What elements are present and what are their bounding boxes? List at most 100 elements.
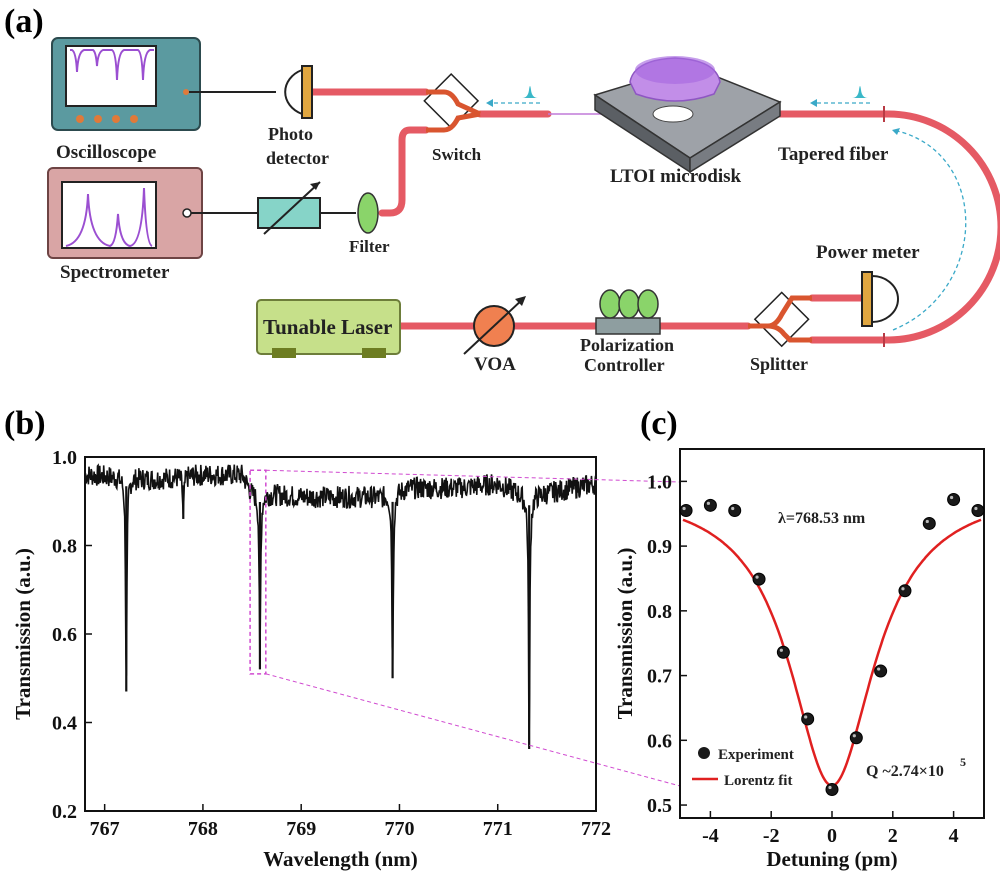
chart-b-xtick-label: 767 <box>90 818 120 840</box>
chart-c-point-highlight <box>877 667 881 671</box>
chart-c-experiment-point <box>703 498 717 512</box>
voa <box>463 296 526 355</box>
chart-c-experiment-point <box>922 516 936 530</box>
ltoi-microdisk <box>593 56 782 174</box>
chart-c-experiment-point <box>874 664 888 678</box>
chart-c-experiment-point <box>776 645 790 659</box>
photo-detector-label-1: Photo <box>268 124 313 144</box>
chart-b-ytick-label: 0.2 <box>52 801 77 823</box>
fiber-switch-filter <box>378 126 430 217</box>
polarization-label-1: Polarization <box>580 335 674 355</box>
panel-c-label: (c) <box>640 405 678 442</box>
chart-c-legend-experiment: Experiment <box>718 747 794 763</box>
chart-c-point-highlight <box>731 506 735 511</box>
photo-detector <box>284 65 313 119</box>
filter-label: Filter <box>349 237 390 256</box>
chart-c-lorentz-fit-line <box>682 518 982 787</box>
chart-c-point-highlight <box>974 506 978 511</box>
zoom-guide-bottom <box>265 673 681 787</box>
tapered-fiber-label: Tapered fiber <box>778 144 889 165</box>
chart-c-experiment-point <box>971 504 985 517</box>
chart-c-ytick-label: 1.0 <box>647 471 672 493</box>
microdisk-label: LTOI microdisk <box>610 166 742 187</box>
chart-c-xtick-label: -2 <box>763 825 780 847</box>
fiber-loop <box>884 110 1000 344</box>
polarization-controller <box>595 289 661 335</box>
arrow-heads <box>486 99 900 135</box>
chart-c-point-highlight <box>901 587 905 591</box>
pulse-icon <box>522 86 538 98</box>
chart-c-experiment-point <box>728 504 742 517</box>
chart-c-point-highlight <box>755 575 759 579</box>
chart-b-xlabel: Wavelength (nm) <box>263 847 418 871</box>
polarization-label-2: Controller <box>584 355 665 375</box>
chart-c-point-highlight <box>950 495 954 500</box>
chart-c-xtick-label: 2 <box>888 825 898 847</box>
chart-c-point-highlight <box>804 715 808 719</box>
chart-c-legend-fit: Lorentz fit <box>724 773 792 789</box>
chart-c-ylabel: Transmission (a.u.) <box>613 548 637 720</box>
photo-detector-label-2: detector <box>266 148 329 168</box>
spectrometer-trace <box>65 187 153 248</box>
chart-b-xtick-label: 770 <box>384 818 414 840</box>
zoom-guide-top <box>265 469 681 483</box>
chart-c-ytick-label: 0.7 <box>647 666 672 688</box>
chart-c-q-exponent: 5 <box>960 755 966 769</box>
chart-b-ytick-label: 1.0 <box>52 447 77 469</box>
chart-b-ytick-label: 0.8 <box>52 536 77 558</box>
fiber-network <box>308 88 1000 347</box>
oscilloscope-label: Oscilloscope <box>56 142 156 163</box>
chart-b-xtick-label: 769 <box>286 818 316 840</box>
chart-c-experiment-point <box>947 492 961 506</box>
chart-c-point-highlight <box>828 785 832 790</box>
chart-c-ytick-label: 0.9 <box>647 536 672 558</box>
tunable-laser <box>256 299 401 358</box>
chart-b-frame <box>84 456 597 812</box>
chart-c-experiment-point <box>801 712 815 726</box>
spectrometer-label: Spectrometer <box>60 262 170 283</box>
chart-c-xtick-label: -4 <box>702 825 719 847</box>
chart-c-point-highlight <box>682 506 686 511</box>
panel-b-label: (b) <box>4 405 46 442</box>
power-meter <box>861 271 899 327</box>
switch-label: Switch <box>432 145 482 164</box>
chart-b-ytick-label: 0.6 <box>52 624 77 646</box>
chart-c-experiment-point <box>849 731 863 745</box>
filter-lens <box>357 192 379 234</box>
light-direction-arrows <box>488 102 967 331</box>
tunable-laser-label: Tunable Laser <box>263 315 392 339</box>
power-meter-label: Power meter <box>816 242 920 263</box>
chart-b-ytick-label: 0.4 <box>52 713 77 735</box>
chart-c-annotation: λ=768.53 nm <box>778 510 866 527</box>
chart-b-trace <box>84 463 597 747</box>
chart-c-experiment-point <box>679 504 693 517</box>
chart-c-experiment-point <box>825 783 839 797</box>
chart-c-q-factor: Q ~2.74×10 <box>866 763 944 780</box>
chart-c-ytick-label: 0.5 <box>647 795 672 817</box>
chart-c-legend-marker-experiment <box>698 747 710 759</box>
chart-c-experiment-point <box>752 572 766 586</box>
chart-c-point-highlight <box>925 519 929 524</box>
splitter-label: Splitter <box>750 354 808 374</box>
chart-b-ylabel: Transmission (a.u.) <box>11 548 35 720</box>
chart-b-xtick-label: 768 <box>188 818 218 840</box>
oscilloscope <box>51 37 201 131</box>
chart-c-xtick-label: 0 <box>827 825 837 847</box>
oscilloscope-trace <box>70 49 154 81</box>
chart-c-point-highlight <box>779 648 783 652</box>
switch <box>423 72 482 133</box>
chart-c-ytick-label: 0.6 <box>647 730 672 752</box>
chart-b-zoom-box <box>249 469 267 675</box>
chart-c-point-highlight <box>852 734 856 738</box>
panel-a-label: (a) <box>4 3 44 40</box>
splitter <box>748 291 812 348</box>
chart-c-xlabel: Detuning (pm) <box>766 847 897 871</box>
tunable-filter-attenuator <box>257 181 321 235</box>
chart-c-xtick-label: 4 <box>949 825 959 847</box>
spectrometer <box>47 167 203 259</box>
voa-label: VOA <box>474 354 516 375</box>
